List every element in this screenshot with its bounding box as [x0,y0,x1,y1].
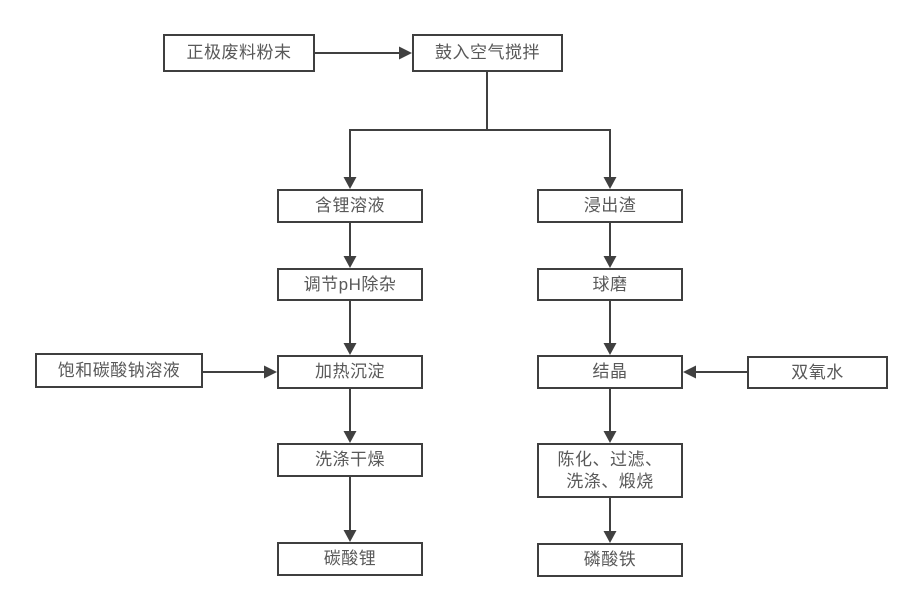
edge-airstir-branch [349,72,611,131]
node-heat-precip: 加热沉淀 [277,355,423,389]
node-crystallize: 结晶 [537,355,683,389]
arrowhead [343,177,357,189]
arrowhead [603,431,617,443]
node-feed-powder: 正极废料粉末 [163,34,315,72]
node-leach-residue: 浸出渣 [537,189,683,223]
arrowhead [603,256,617,268]
arrowhead [683,365,696,379]
arrowhead [343,530,357,542]
node-ph-adjust: 调节pH除杂 [277,268,423,301]
arrowhead [399,46,412,60]
node-hydrogen-peroxide: 双氧水 [747,356,888,389]
arrowhead [264,365,277,379]
node-saturated-sodium-carbonate: 饱和碳酸钠溶液 [35,353,203,388]
arrowhead [603,531,617,543]
node-li-solution: 含锂溶液 [277,189,423,223]
node-iron-phosphate: 磷酸铁 [537,543,683,577]
arrowhead [343,256,357,268]
arrowhead [603,177,617,189]
arrowhead [343,431,357,443]
arrowhead [603,343,617,355]
node-air-stir: 鼓入空气搅拌 [412,34,563,72]
node-lithium-carbonate: 碳酸锂 [277,542,423,576]
node-aging-filter-wash-calcine: 陈化、过滤、 洗涤、煅烧 [537,443,683,498]
arrowhead [343,343,357,355]
node-ball-mill: 球磨 [537,268,683,301]
node-wash-dry: 洗涤干燥 [277,443,423,477]
